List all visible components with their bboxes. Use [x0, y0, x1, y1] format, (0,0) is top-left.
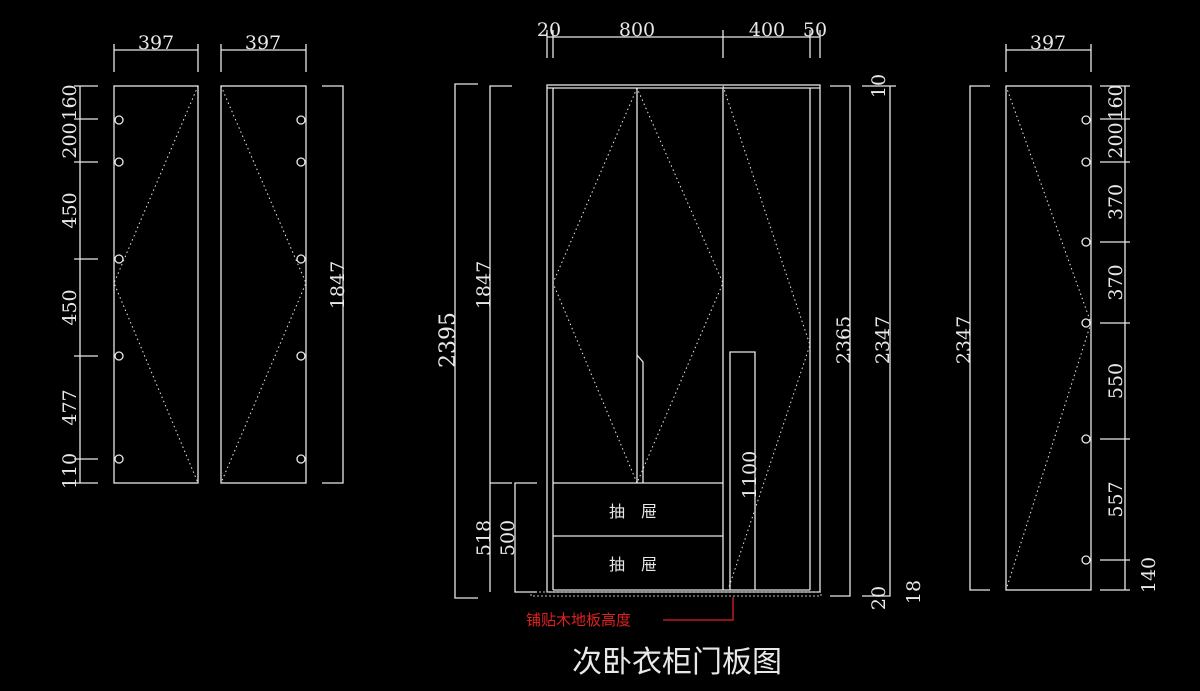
- hinge-hole-icon: [1081, 555, 1091, 565]
- dimension-line: [830, 85, 896, 597]
- hinge-hole-icon: [114, 351, 124, 361]
- dimension-line: [1005, 44, 1092, 72]
- hinge-hole-icon: [114, 254, 124, 264]
- dim-overall-height: 2395: [436, 312, 461, 368]
- hinge-hole-icon: [1081, 115, 1091, 125]
- opening-direction-lines: [1005, 85, 1092, 591]
- cabinet-frame: [546, 84, 821, 593]
- dimension-ticks: [74, 85, 98, 484]
- hinge-spacing-label: 110: [59, 453, 81, 489]
- dimension-line: [969, 85, 990, 591]
- dim-drawer-zone: 518: [473, 520, 495, 556]
- floor-hatch: [530, 591, 822, 597]
- hinge-spacing-label: 370: [1105, 184, 1127, 220]
- dim-width-a: 397: [138, 32, 174, 54]
- drawer-label-2: 抽 屉: [609, 555, 657, 574]
- hinge-spacing-label: 200: [59, 122, 81, 158]
- dim-height-2347: 2347: [872, 316, 894, 364]
- dim-height-c: 2347: [953, 316, 975, 364]
- dimension-ticks: [1100, 85, 1130, 591]
- dim-height: 1847: [327, 261, 349, 309]
- dim-top-gap: 10: [868, 74, 890, 98]
- opening-direction-lines: [220, 85, 307, 484]
- hinge-spacing-label: 450: [59, 289, 81, 325]
- hinge-spacing-label: 450: [59, 192, 81, 228]
- dim-door-height: 1847: [473, 261, 495, 309]
- door-panel-b: [220, 85, 307, 484]
- door-divisions: [547, 87, 820, 591]
- note-leader: [663, 597, 734, 621]
- hinge-holes: [1081, 115, 1091, 565]
- dim-top-800: 800: [619, 19, 655, 41]
- opening-direction-lines: [722, 85, 811, 591]
- hinge-spacing-label: 140: [1138, 557, 1160, 593]
- dimension-line: [113, 44, 307, 72]
- hinge-hole-icon: [1081, 318, 1091, 328]
- hinge-spacing-label: 550: [1105, 363, 1127, 399]
- floor-note: 铺贴木地板高度: [526, 611, 631, 629]
- hinge-hole-icon: [296, 254, 306, 264]
- dim-drawer-height: 500: [497, 520, 519, 556]
- hinge-spacing-label: 557: [1105, 481, 1127, 517]
- hinge-hole-icon: [1081, 434, 1091, 444]
- dim-inner-unit: 1100: [739, 451, 761, 499]
- dimension-line: [322, 85, 344, 484]
- dim-top-50: 50: [803, 19, 827, 41]
- dim-height-2365: 2365: [833, 316, 855, 364]
- dim-top-20: 20: [537, 19, 561, 41]
- wardrobe-elevation: 抽 屉 抽 屉 20 800 400 50 2395 1847 518 500 …: [436, 19, 925, 629]
- drawing-title: 次卧衣柜门板图: [572, 645, 782, 680]
- hinge-hole-icon: [296, 157, 306, 167]
- door-panel-c: [1005, 85, 1092, 591]
- drawer-label-1: 抽 屉: [609, 502, 657, 521]
- hinge-spacing-label: 370: [1105, 264, 1127, 300]
- opening-direction-lines: [113, 85, 199, 484]
- hinge-hole-icon: [114, 115, 124, 125]
- dim-top-400: 400: [749, 19, 785, 41]
- dim-width-c: 397: [1030, 32, 1066, 54]
- hinge-holes: [114, 115, 306, 464]
- inner-unit: [636, 351, 756, 590]
- drawer-lines: [553, 482, 723, 537]
- hinge-hole-icon: [114, 454, 124, 464]
- hinge-hole-icon: [1081, 157, 1091, 167]
- hinge-hole-icon: [296, 454, 306, 464]
- dim-bottom-gap: 20: [868, 586, 890, 610]
- hinge-hole-icon: [296, 351, 306, 361]
- dimension-line: [546, 30, 821, 58]
- hinge-hole-icon: [1081, 237, 1091, 247]
- hinge-spacing-label: 200: [1105, 122, 1127, 158]
- hinge-spacing-label: 477: [59, 389, 81, 425]
- hinge-spacing-label: 160: [59, 84, 81, 120]
- dim-floor: 18: [903, 580, 925, 604]
- door-panel-a: [113, 85, 199, 484]
- hinge-hole-icon: [114, 157, 124, 167]
- dim-width-b: 397: [245, 32, 281, 54]
- opening-direction-lines: [552, 87, 724, 485]
- dimension-line: [454, 83, 537, 599]
- hinge-hole-icon: [296, 115, 306, 125]
- hinge-spacing-label: 160: [1105, 84, 1127, 120]
